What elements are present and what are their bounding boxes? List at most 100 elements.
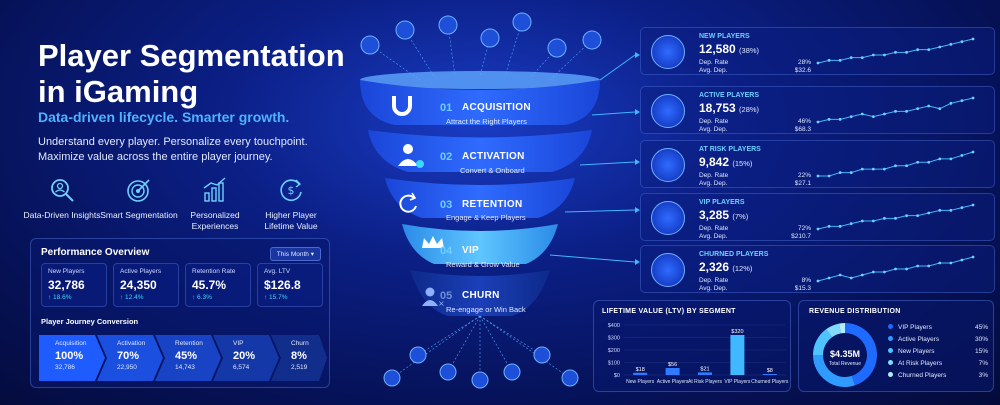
stage-subtitle: Attract the Right Players [446,117,527,126]
legend-swatch [888,360,893,365]
target-icon [127,179,150,202]
avg-dep-label: Avg. Dep. [699,285,728,292]
bar-value-label: $21 [700,366,709,372]
avg-dep-value: $15.3 [794,285,811,292]
stage-name: CHURN [462,290,500,301]
sparkline-point [871,115,875,119]
conversion-count: 22,950 [117,364,137,371]
sparkline-point [938,157,942,161]
trend-sparkline [816,255,975,283]
feature-label: Smart Segmentation [100,210,178,220]
feature-ltv: $ Higher Player Lifetime Value [251,176,331,232]
sparkline-point [860,112,864,116]
segment-value: 12,580 (38%) [699,42,759,56]
sparkline-point [849,56,853,60]
legend-value: 15% [974,348,988,355]
conversion-step-vip: VIP 20% 6,574 [225,335,255,381]
y-tick-label: $200 [608,348,620,354]
dep-rate-label: Dep. Rate [699,118,729,125]
metric-delta: ↑ 6.3% [192,294,212,301]
sparkline-point [960,258,964,262]
stage-subtitle: Re-engage or Win Back [446,305,526,314]
funnel-band-retention [385,178,575,218]
sparkline-point [927,211,931,215]
refresh-icon [399,192,417,213]
segment-pct: (38%) [739,46,760,55]
legend-swatch [888,336,893,341]
segment-value: 3,285 (7%) [699,208,748,222]
segment-count: 3,285 [699,208,730,222]
metric-delta: ↑ 15.7% [264,294,288,301]
sparkline-point [827,224,831,228]
sparkline-point [949,157,953,161]
dep-rate-label: Dep. Rate [699,172,729,179]
conversion-pct: 20% [233,350,256,362]
sparkline-point [838,224,842,228]
conversion-pct: 45% [175,350,198,362]
avg-dep-row: Avg. Dep. $15.3 [699,285,811,292]
sparkline-point [927,104,931,108]
conversion-title: Player Journey Conversion [41,317,139,326]
stage-name: ACQUISITION [462,102,531,113]
conversion-step-bg [271,335,327,381]
sparkline-point [949,101,953,105]
metric-card-active-players: Active Players 24,350 ↑ 12.4% [113,263,179,307]
sparkline-point [949,42,953,46]
legend-value: 3% [978,372,988,379]
sparkline-point [894,109,897,113]
metric-value: 45.7% [192,278,227,292]
period-select[interactable]: This Month ▾ [269,247,321,261]
ltv-chart-panel: LIFETIME VALUE (LTV) BY SEGMENT $0$100$2… [593,300,791,392]
conversion-step-activation: Activation 70% 22,950 [109,335,145,381]
trend-sparkline [816,150,975,178]
avg-dep-label: Avg. Dep. [699,180,728,187]
sparkline-point [816,227,820,231]
metric-card-retention-rate: Retention Rate 45.7% ↑ 6.3% [185,263,251,307]
sparkline-point [838,273,842,277]
dep-rate-value: 22% [797,172,811,179]
sparkline-point [860,273,864,277]
conversion-label: VIP [233,340,244,347]
stage-subtitle: Convert & Onboard [460,166,525,175]
sparkline-point [838,58,842,62]
avg-dep-row: Avg. Dep.$68.3 [699,126,811,133]
stage-name: ACTIVATION [462,151,525,162]
bar-value-label: $8 [767,368,773,374]
period-value: This Month [276,251,309,258]
trend-sparkline [816,203,975,231]
sparkline-point [938,261,942,265]
dep-rate-value: 8% [801,277,811,284]
conversion-count: 6,574 [233,364,250,371]
panel-title: Performance Overview [41,247,150,258]
sparkline-point [838,117,842,121]
performance-overview-panel: Performance Overview This Month ▾ New Pl… [30,238,330,388]
funnel-graphic: × [360,12,640,389]
sparkline-point [916,160,920,164]
metric-delta: ↑ 12.4% [120,294,144,301]
sparkline-point [849,171,853,174]
description-line-1: Understand every player. Personalize eve… [38,136,308,148]
description-line-2: Maximize value across the entire player … [38,151,273,163]
crown-icon [422,236,444,248]
stage-subtitle: Reward & Grow Value [446,260,520,269]
avg-dep-row: Avg. Dep.$27.1 [699,180,811,187]
segment-count: 9,842 [699,155,730,169]
conversion-label: Activation [117,340,146,347]
page-title: Player Segmentation in iGaming [38,38,345,109]
sparkline-point [949,261,953,265]
legend-value: 7% [978,360,988,367]
sparkline-point [960,206,964,210]
sparkline-point [971,255,975,259]
chart-title: LIFETIME VALUE (LTV) BY SEGMENT [602,308,736,315]
sparkline-point [938,107,942,111]
stage-number: 05 [440,290,453,302]
sparkline-point [883,167,886,171]
